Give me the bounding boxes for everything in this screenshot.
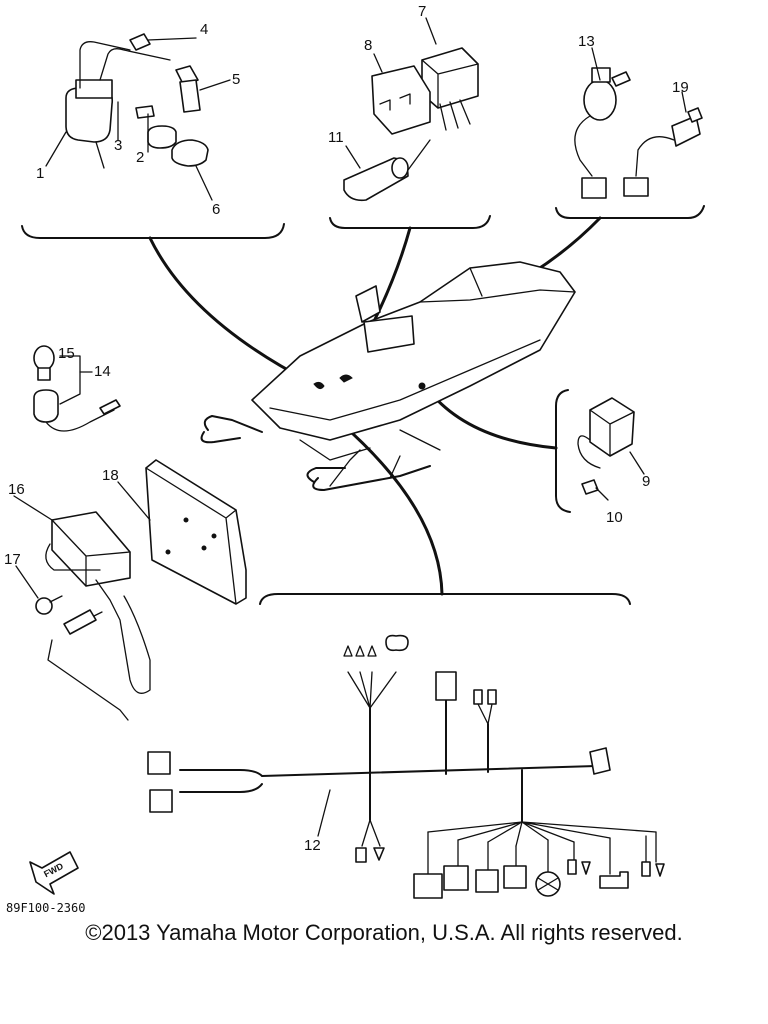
cdi-unit-group <box>343 17 479 202</box>
label-part-14: 14 <box>94 363 111 380</box>
harness-part-labels: 12 <box>304 837 321 854</box>
ignition-part-labels: 1 2 3 4 5 6 <box>36 21 240 218</box>
switch-part-labels: 13 19 <box>578 33 689 96</box>
regulator-group <box>577 397 645 501</box>
label-part-18: 18 <box>102 467 119 484</box>
label-part-17: 17 <box>4 551 21 568</box>
label-part-19: 19 <box>672 79 689 96</box>
label-part-1: 1 <box>36 165 44 182</box>
callout-frames <box>21 205 705 605</box>
label-part-16: 16 <box>8 481 25 498</box>
label-part-8: 8 <box>364 37 372 54</box>
drawing-code: 89F100-2360 <box>6 901 85 915</box>
regulator-part-labels: 9 10 <box>606 473 650 526</box>
label-part-4: 4 <box>200 21 208 38</box>
label-part-2: 2 <box>136 149 144 166</box>
label-part-7: 7 <box>418 3 426 20</box>
label-part-3: 3 <box>114 137 122 154</box>
plate-part-labels: 16 17 18 <box>4 467 119 568</box>
wire-harness <box>147 634 665 899</box>
bulb-part-labels: 15 14 <box>58 345 111 380</box>
label-part-9: 9 <box>642 473 650 490</box>
cdi-part-labels: 7 8 11 <box>328 3 426 146</box>
label-part-13: 13 <box>578 33 595 50</box>
copyright-notice: ©2013 Yamaha Motor Corporation, U.S.A. A… <box>85 920 683 945</box>
bulb-group <box>33 345 121 432</box>
snowmobile-body <box>200 261 576 491</box>
ignition-coil-group <box>45 33 231 201</box>
mounting-plate-group <box>13 459 247 721</box>
label-part-10: 10 <box>606 509 623 526</box>
label-part-12: 12 <box>304 837 321 854</box>
switch-group <box>574 47 703 199</box>
label-part-6: 6 <box>212 201 220 218</box>
label-part-5: 5 <box>232 71 240 88</box>
label-part-15: 15 <box>58 345 75 362</box>
direction-arrow-icon: FWD <box>29 851 79 895</box>
label-part-11: 11 <box>328 129 344 146</box>
